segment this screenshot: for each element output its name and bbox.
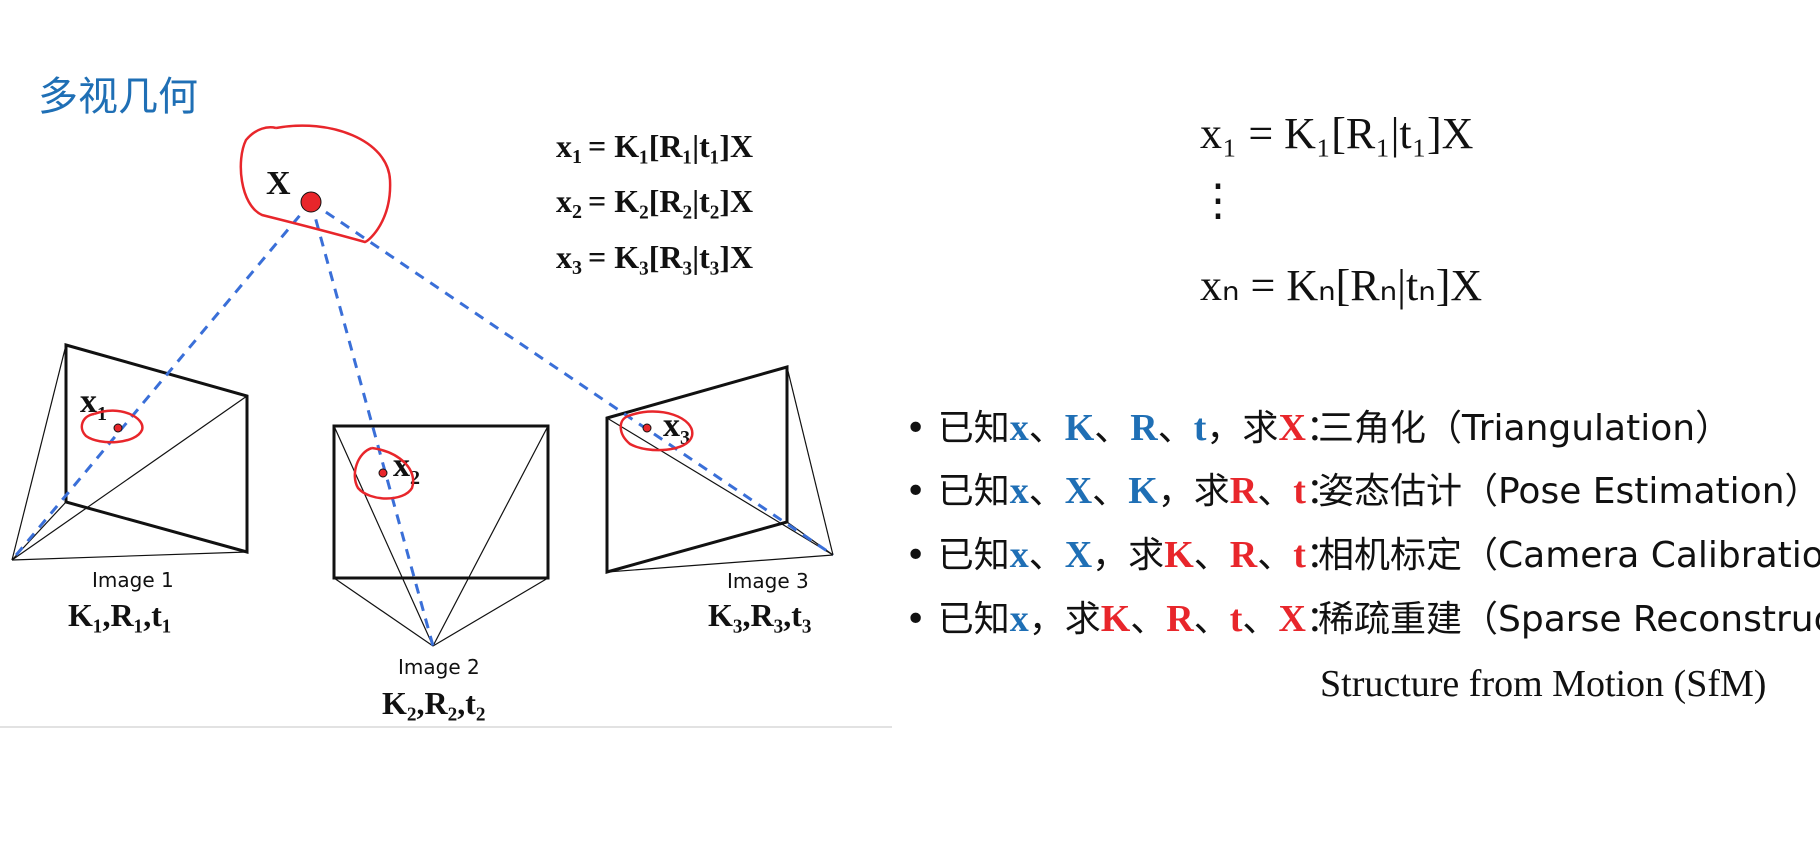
ask-symbol-R: R (1166, 598, 1194, 640)
ask-symbol-t: t (1230, 598, 1243, 640)
world-point-x (300, 191, 322, 213)
bullet-dot: • (905, 535, 938, 576)
equations-large: x₁ = K₁[R₁|t₁]X ⋮ xₙ = Kₙ[Rₙ|tₙ]X (1196, 109, 1482, 310)
bullet-row-2: • 已知x、X、K，求R、t： (905, 470, 1342, 512)
bullet-dot: • (905, 599, 938, 640)
bullet-dot: • (905, 471, 938, 512)
eq-large-last: xₙ = Kₙ[Rₙ|tₙ]X (1200, 261, 1482, 310)
world-point-label: X (266, 165, 291, 202)
ask-symbol-R: R (1230, 534, 1258, 576)
bullet-result-3: 相机标定（Camera Calibration） (1318, 535, 1820, 576)
ray-2 (309, 201, 435, 647)
image-3-caption: Image 3 (727, 569, 809, 593)
bullet-row-3: • 已知x、X，求K、R、t： (905, 534, 1342, 576)
known-symbol-x: x (1010, 407, 1029, 449)
image-3-params: K₃,R₃,t₃ (708, 597, 811, 633)
image-point-2: x2 (353, 446, 420, 500)
annotation-circle-x (239, 124, 392, 244)
camera-2 (332, 424, 550, 647)
camera-1 (11, 343, 249, 561)
image-1-caption: Image 1 (92, 568, 174, 592)
svg-text:x1= K₁[R₁|t₁]X: x1 = K₁[R₁|t₁]X (556, 128, 753, 168)
svg-text:x2: x2 (393, 447, 420, 489)
ask-label: ，求 (1029, 599, 1101, 640)
svg-text:x3= K₃[R₃|t₃]X: x3 = K₃[R₃|t₃]X (556, 239, 753, 279)
projection-rays (10, 200, 834, 647)
ask-symbol-X: X (1278, 407, 1305, 449)
known-symbol-t: t (1194, 407, 1207, 449)
eq-small-2-rhs: = K₂[R₂|t₂]X (588, 183, 753, 219)
ask-label: ，求 (1092, 535, 1164, 576)
ask-label: ，求 (1158, 471, 1230, 512)
bullet-dot: • (905, 408, 938, 449)
known-symbol-X: X (1065, 534, 1092, 576)
known-symbol-x: x (1010, 598, 1029, 640)
known-symbol-X: X (1065, 470, 1092, 512)
ray-1 (10, 201, 313, 561)
known-label: 已知 (938, 408, 1010, 449)
ask-symbol-X: X (1278, 598, 1305, 640)
eq-small-1-lhs: x (556, 128, 572, 164)
image-point-3: x3 (619, 407, 694, 452)
ask-symbol-t: t (1293, 534, 1306, 576)
known-symbol-x: x (1010, 534, 1029, 576)
image-2-caption: Image 2 (398, 655, 480, 679)
image-point-1: x1 (80, 383, 144, 444)
bullet-result-4: 稀疏重建（Sparse Reconstruction） (1318, 599, 1820, 640)
image-1-params: K₁,R₁,t₁ (68, 597, 171, 633)
ask-symbol-K: K (1101, 598, 1131, 640)
eq-small-1-rhs: = K₁[R₁|t₁]X (588, 128, 753, 164)
known-symbol-K: K (1065, 407, 1095, 449)
eq-small-3-rhs: = K₃[R₃|t₃]X (588, 239, 753, 275)
known-label: 已知 (938, 471, 1010, 512)
slide-title: 多视几何 (38, 74, 198, 120)
bullet-row-1: • 已知x、K、R、t，求X： (905, 407, 1342, 449)
eq-small-2-lhs: x (556, 183, 572, 219)
bullet-row-4: • 已知x，求K、R、t、X： (905, 598, 1342, 640)
image-plane-2 (332, 424, 550, 580)
eq-large-first: x₁ = K₁[R₁|t₁]X (1200, 109, 1473, 158)
eq-small-1-sub: 1 (572, 146, 582, 168)
known-label: 已知 (938, 535, 1010, 576)
bullet-result-1: 三角化（Triangulation） (1318, 408, 1731, 449)
ray-3 (310, 200, 834, 557)
eq-small-3-lhs: x (556, 239, 572, 275)
eq-small-2-sub: 2 (572, 201, 582, 223)
known-symbol-K: K (1128, 470, 1158, 512)
image-2-params: K₂,R₂,t₂ (382, 685, 485, 721)
known-symbol-x: x (1010, 470, 1029, 512)
sfm-line: Structure from Motion (SfM) (1320, 663, 1766, 705)
eq-small-3-sub: 3 (572, 257, 582, 279)
svg-text:x2= K₂[R₂|t₂]X: x2 = K₂[R₂|t₂]X (556, 183, 753, 223)
eq-large-ellipsis: ⋮ (1196, 176, 1240, 225)
bullet-list: • 已知x、K、R、t，求X：三角化（Triangulation） • 已知x、X… (905, 407, 1820, 640)
image-plane-3 (605, 365, 789, 574)
bullet-result-2: 姿态估计（Pose Estimation） (1318, 471, 1820, 512)
camera-3 (605, 365, 834, 574)
ask-label: ，求 (1206, 408, 1278, 449)
ask-symbol-R: R (1230, 470, 1258, 512)
ask-symbol-K: K (1164, 534, 1194, 576)
ask-symbol-t: t (1293, 470, 1306, 512)
image-plane-1 (64, 343, 249, 554)
equations-small: x1= K₁[R₁|t₁]X x2= K₂[R₂|t₂]X x3= K₃[R₃|… (556, 128, 753, 279)
known-label: 已知 (938, 599, 1010, 640)
known-symbol-R: R (1130, 407, 1158, 449)
